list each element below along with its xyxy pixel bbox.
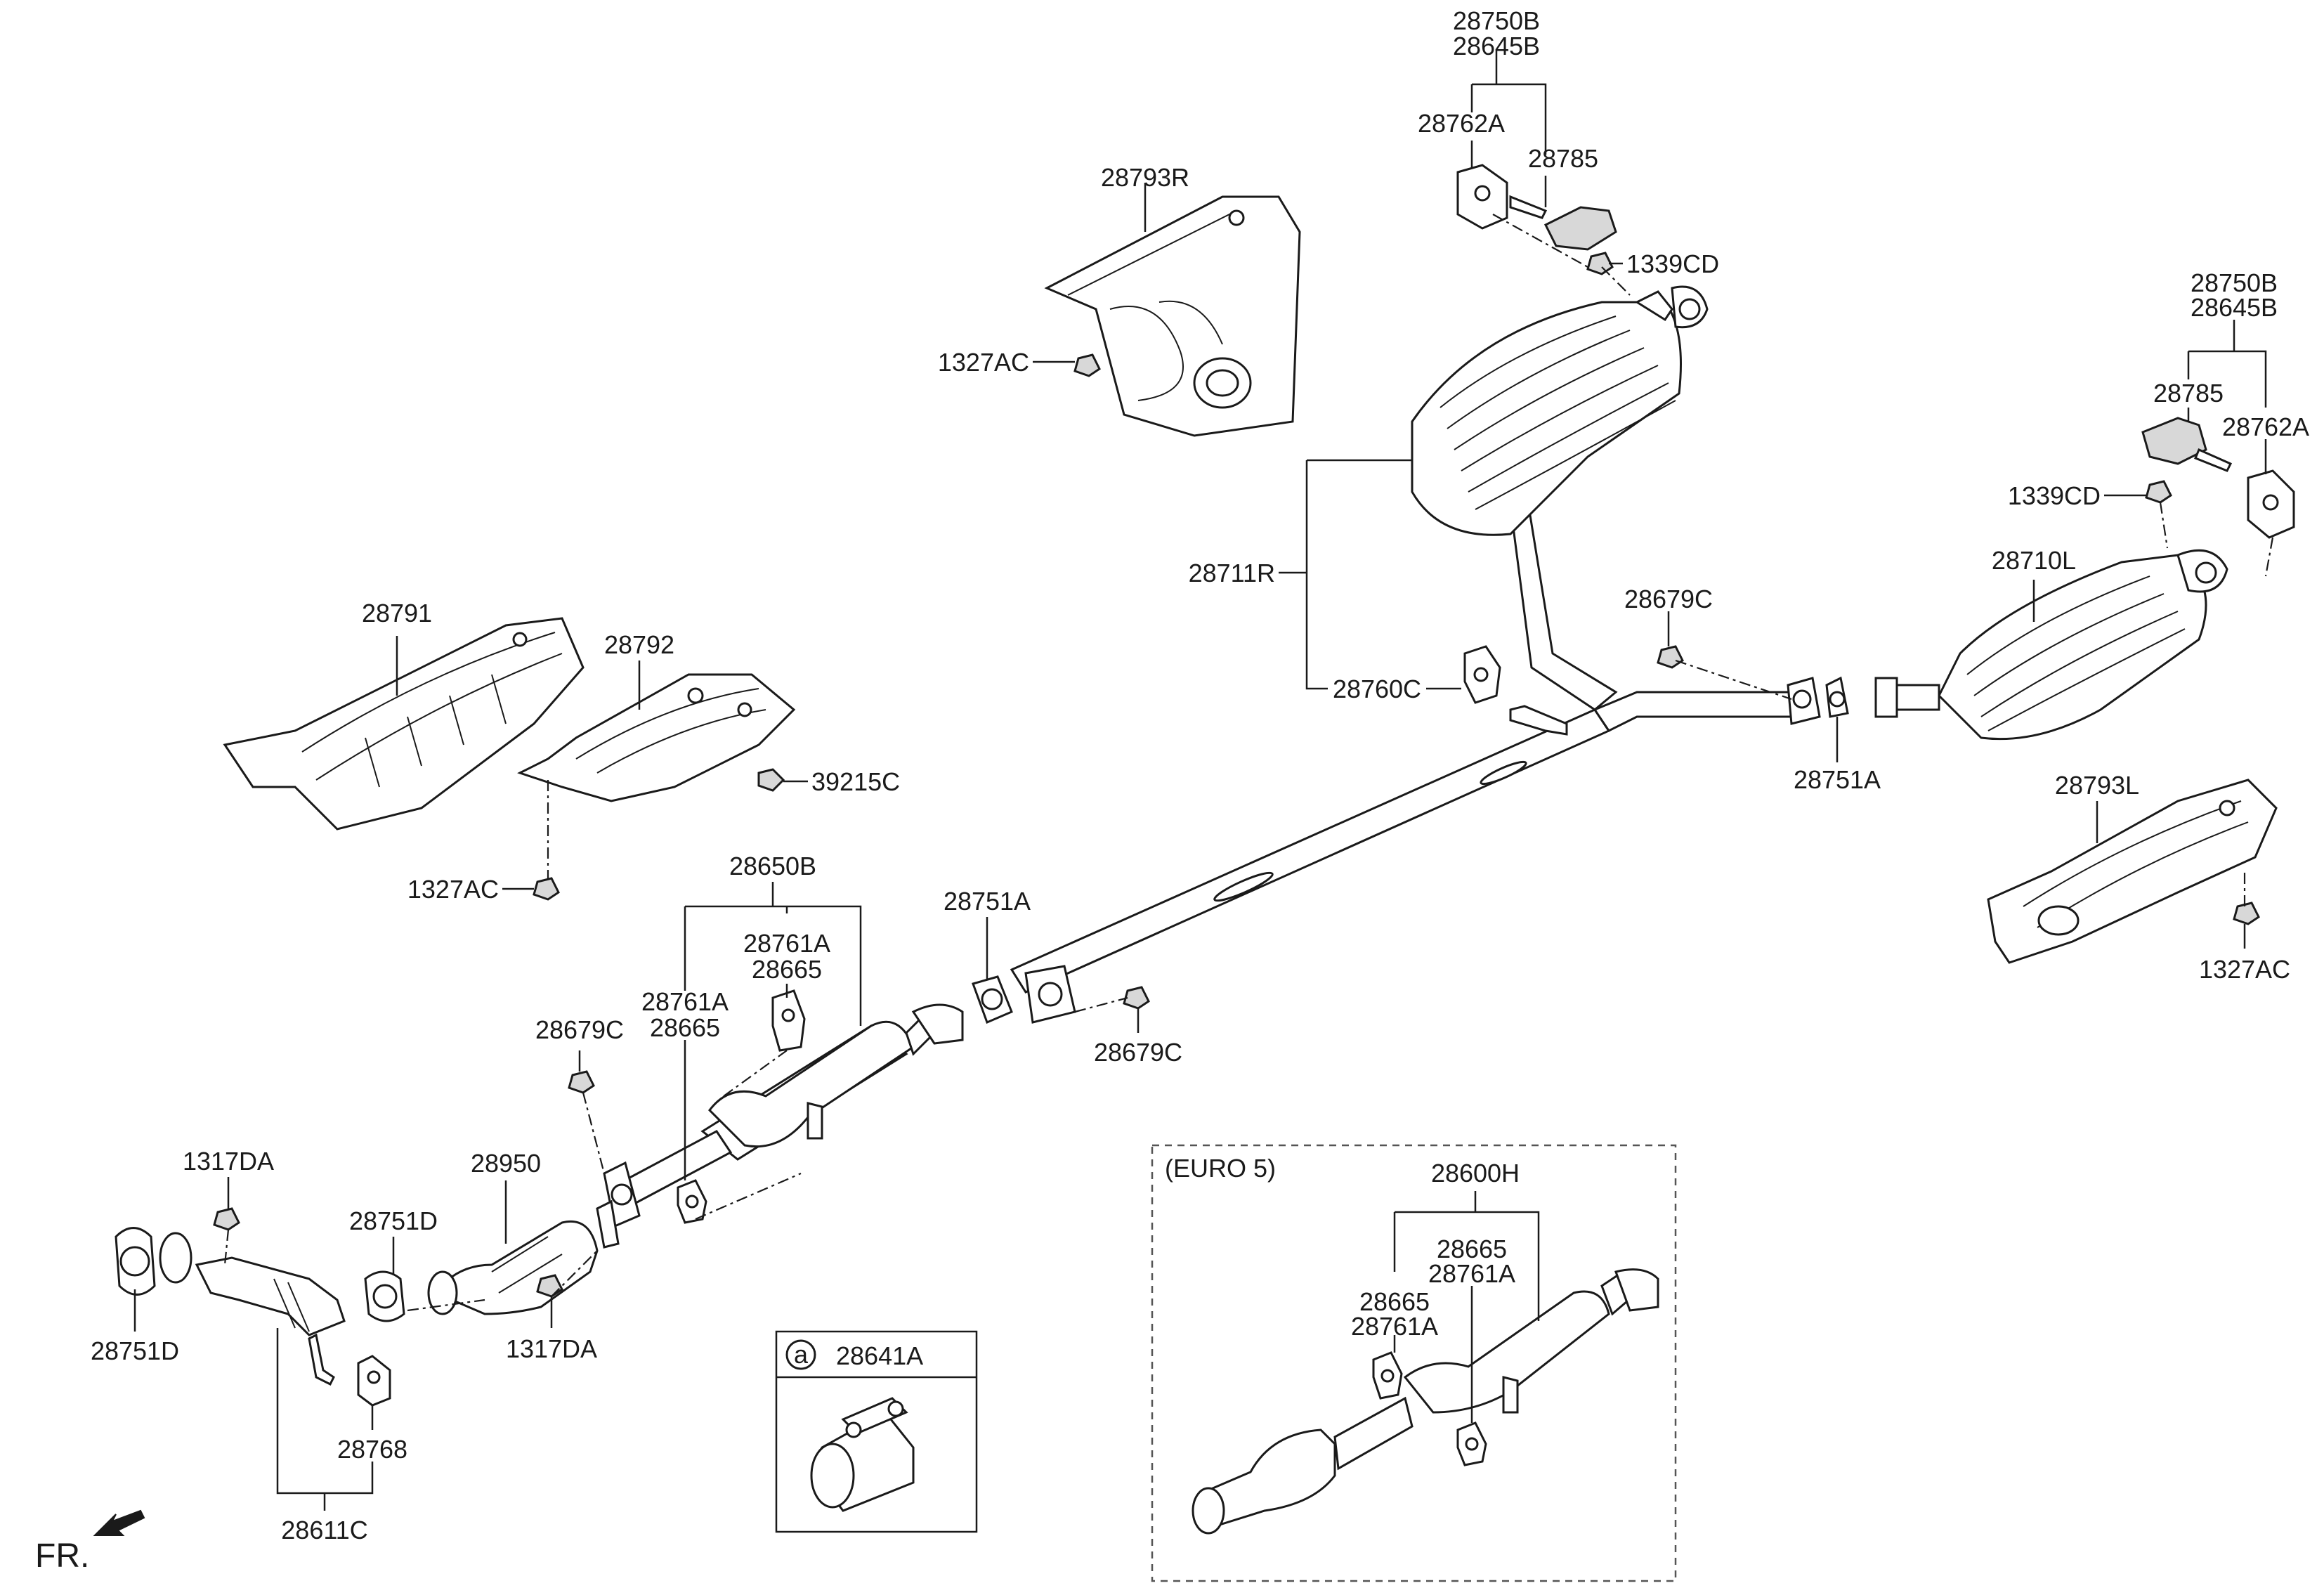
label-39215C: 39215C [811, 767, 900, 796]
nut-1327AC-mid [533, 877, 560, 901]
hanger-28768 [357, 1355, 391, 1407]
hanger-28762A-right [1456, 164, 1508, 230]
euro5-hanger-left [1372, 1351, 1403, 1400]
label-28792: 28792 [604, 630, 674, 659]
leader-lines [133, 49, 2267, 1511]
gasket-28751D [115, 1227, 156, 1296]
clamp-28641A [810, 1397, 915, 1512]
hanger-28665-upper [771, 989, 806, 1052]
main-pipe [1010, 501, 1800, 994]
label-28751D-bottom: 28751D [91, 1336, 179, 1365]
label-28751D-top: 28751D [349, 1206, 438, 1235]
label-28762A-right: 28762A [1418, 109, 1505, 138]
label-28751A-right: 28751A [1794, 765, 1881, 794]
label-28761A-euro-right: 28761A [1428, 1259, 1515, 1288]
label-28665-upper: 28665 [752, 955, 822, 984]
label-28791: 28791 [362, 599, 432, 627]
label-1339CD-left: 1339CD [2008, 481, 2101, 510]
label-28710L: 28710L [1992, 546, 2076, 575]
label-28665-euro-right: 28665 [1437, 1235, 1507, 1263]
label-28768: 28768 [337, 1435, 407, 1464]
label-28760C: 28760C [1333, 675, 1421, 703]
label-28793L: 28793L [2055, 771, 2139, 800]
gasket-28751D-top [364, 1270, 405, 1322]
label-28611C: 28611C [281, 1516, 367, 1544]
clip-39215C [757, 768, 785, 792]
label-28679C-right: 28679C [1624, 585, 1713, 613]
nut-1317DA-top [213, 1207, 240, 1231]
label-28679C-middle: 28679C [1094, 1038, 1182, 1067]
label-28761A-upper: 28761A [743, 929, 830, 958]
label-1339CD-right: 1339CD [1626, 249, 1719, 278]
hanger-28760C [1463, 645, 1568, 736]
muffler-28710L [1874, 549, 2228, 741]
label-1317DA-bottom: 1317DA [506, 1334, 597, 1363]
label-28641A: 28641A [836, 1341, 923, 1370]
callout-circle-a [785, 1339, 816, 1370]
front-label: FR. [35, 1537, 89, 1575]
label-28645B-right: 28645B [1453, 32, 1540, 60]
label-28600H: 28600H [1431, 1159, 1520, 1187]
front-arrow-icon [93, 1509, 145, 1536]
inset-28641A: a 28641A [775, 1330, 978, 1533]
assembly-dash-lines [223, 214, 2274, 1312]
label-1327AC-right: 1327AC [2199, 955, 2290, 984]
heat-shield-28793L [1987, 779, 2278, 964]
bracket-28785-right [1509, 195, 1617, 251]
euro5-hanger-right [1456, 1421, 1487, 1466]
label-28793R: 28793R [1101, 163, 1189, 192]
label-28762A-left: 28762A [2222, 412, 2309, 441]
hanger-28762A-left [2247, 469, 2295, 539]
label-28650B: 28650B [729, 852, 816, 880]
heat-shield-28791 [223, 617, 585, 831]
label-28665-euro-left: 28665 [1359, 1287, 1430, 1316]
callout-letter-a: a [794, 1340, 809, 1369]
label-28679C-left: 28679C [535, 1015, 624, 1044]
nut-28679C-right [1657, 645, 1684, 669]
gasket-28751A-middle [972, 975, 1013, 1024]
euro5-option-box: (EURO 5) 28600H 28665 28761A 28665 28761… [1151, 1144, 1677, 1582]
label-28750B-left: 28750B [2191, 268, 2278, 297]
nut-28679C-mid [1123, 986, 1150, 1010]
label-28751A-middle: 28751A [944, 887, 1031, 916]
front-direction-indicator: FR. [35, 1509, 145, 1575]
euro5-muffler [1192, 1268, 1659, 1535]
label-1327AC-top: 1327AC [938, 348, 1029, 377]
part-labels: 28750B 28645B 28762A 28785 1339CD 28793R… [91, 6, 2309, 1544]
heat-shield-28793R [1044, 195, 1301, 437]
label-28750B-right: 28750B [1453, 6, 1540, 35]
label-1317DA-top: 1317DA [183, 1147, 274, 1176]
label-28785-left: 28785 [2153, 379, 2224, 408]
bracket-28785-left [2141, 417, 2233, 472]
label-28761A-euro-left: 28761A [1351, 1312, 1438, 1341]
nut-1327AC-right [2233, 902, 2260, 925]
label-28950: 28950 [471, 1149, 541, 1178]
euro5-title: (EURO 5) [1165, 1154, 1276, 1183]
label-28645B-left: 28645B [2191, 293, 2278, 322]
center-muffler-28650B [609, 1003, 964, 1210]
flange-main-right [1787, 677, 1821, 725]
label-28711R: 28711R [1189, 559, 1275, 587]
front-pipe-28611C [159, 1232, 346, 1386]
nut-1339CD-left [2145, 480, 2172, 504]
nut-28679C-left [568, 1070, 595, 1094]
gasket-28751A-right [1825, 676, 1849, 718]
label-28785-right: 28785 [1528, 144, 1598, 173]
nut-1327AC-top [1073, 353, 1101, 377]
flange-28751A-middle [1024, 965, 1076, 1024]
label-28665-lower: 28665 [650, 1013, 720, 1042]
muffler-28711R [1411, 285, 1709, 536]
heat-shield-28792 [517, 673, 796, 802]
nut-1339CD-right [1586, 252, 1614, 275]
label-1327AC-mid: 1327AC [407, 875, 499, 904]
label-28761A-lower: 28761A [641, 987, 729, 1016]
hanger-28665-lower [677, 1179, 707, 1224]
